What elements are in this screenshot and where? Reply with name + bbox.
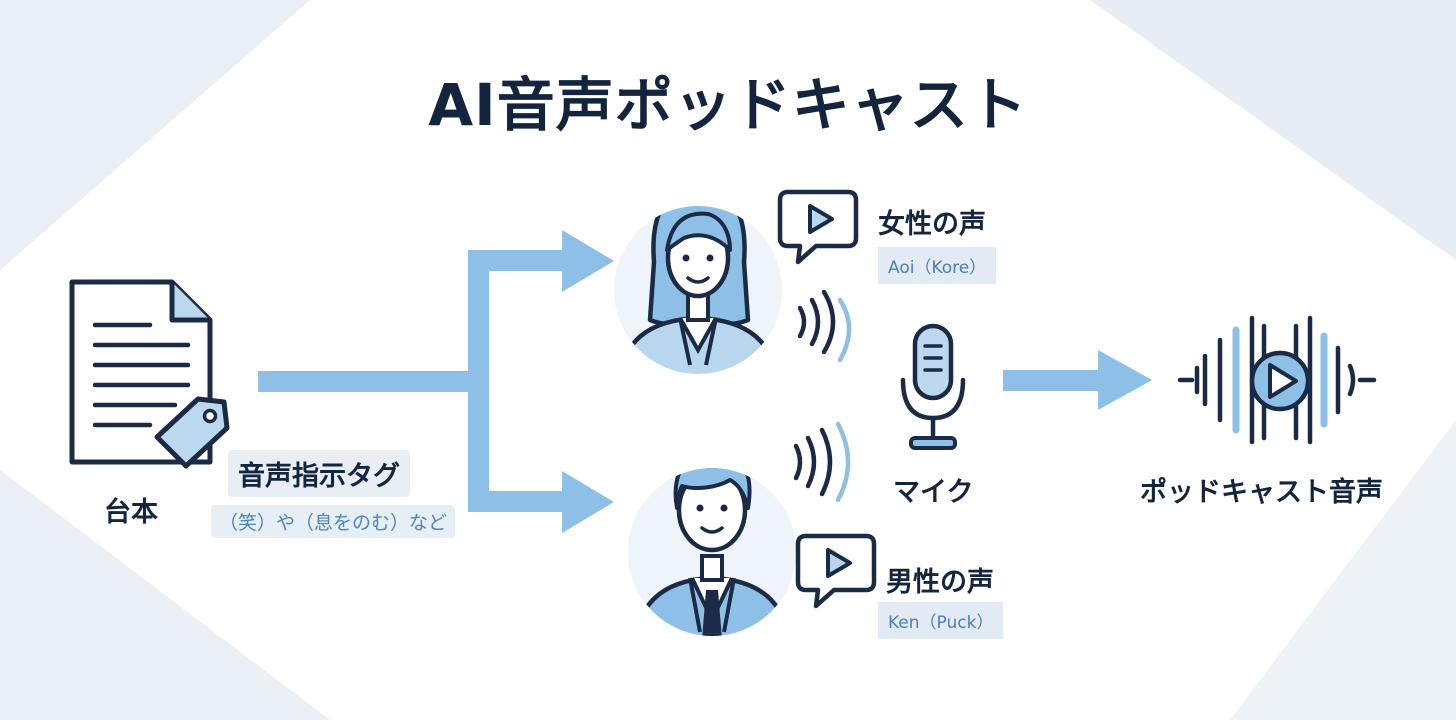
document-tag-icon <box>69 279 230 469</box>
podcast-audio-label: ポッドキャスト音声 <box>1140 477 1383 508</box>
audio-waveform-play-icon <box>1177 315 1377 445</box>
voice-tag-label: 音声指示タグ <box>228 450 410 497</box>
man-avatar-icon <box>628 468 796 636</box>
female-voice-label: 女性の声 <box>878 209 986 240</box>
branch-arrows <box>258 230 614 533</box>
sound-waves-icon <box>797 289 852 363</box>
sound-waves-icon <box>793 421 851 503</box>
voice-tag-examples: （笑）や（息をのむ）など <box>211 505 456 538</box>
male-voice-name-badge: Ken（Puck） <box>878 602 1004 639</box>
female-voice-name-badge: Aoi（Kore） <box>878 247 997 284</box>
microphone-label: マイク <box>893 477 974 508</box>
woman-avatar-icon <box>614 206 782 374</box>
speech-bubble-play-icon <box>795 533 877 609</box>
page-title: AI音声ポッドキャスト <box>428 71 1028 139</box>
script-label: 台本 <box>104 497 158 528</box>
microphone-icon <box>900 323 966 450</box>
male-voice-label: 男性の声 <box>886 567 994 598</box>
output-arrow <box>1003 350 1152 410</box>
speech-bubble-play-icon <box>777 189 859 265</box>
